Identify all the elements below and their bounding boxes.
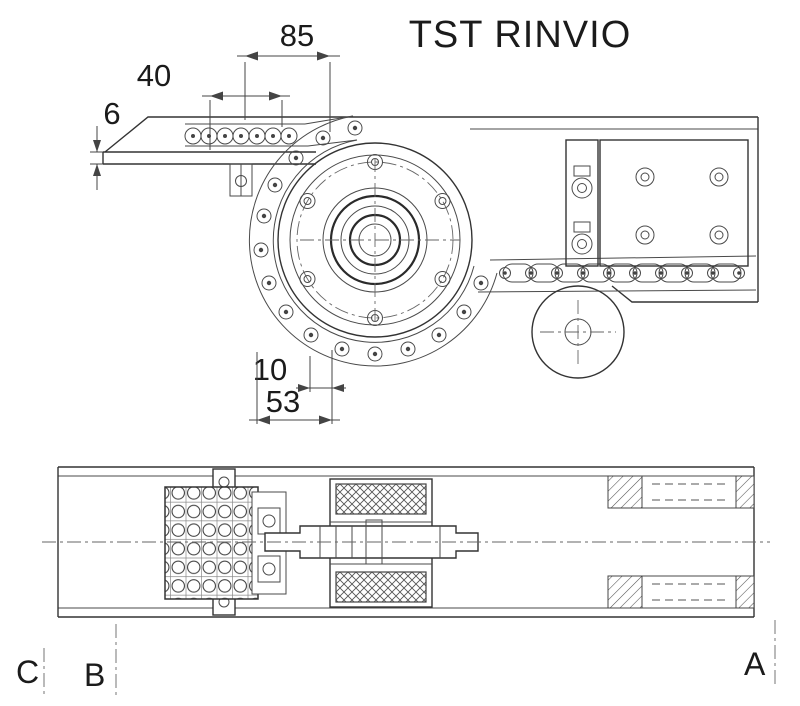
track-bracket <box>229 163 253 197</box>
bottom-view-section <box>42 466 770 618</box>
bearing-top <box>335 483 427 515</box>
section-roller-pack <box>164 486 259 600</box>
dimension-10: 10 <box>253 350 346 424</box>
chain-run-right <box>477 255 757 293</box>
chain-loop <box>248 115 498 367</box>
dim-53-label: 53 <box>266 384 300 419</box>
section-b-label: B <box>84 657 105 693</box>
dim-40-label: 40 <box>137 58 171 93</box>
section-marker-c: C <box>16 648 45 696</box>
section-guide-tube <box>607 475 755 609</box>
dim-10-label: 10 <box>253 352 287 387</box>
top-view-side-elevation <box>102 115 759 379</box>
dimension-40: 40 <box>137 58 290 150</box>
section-markers: C B A <box>16 620 776 696</box>
dimension-6: 6 <box>90 96 121 190</box>
dim-85-label: 85 <box>280 18 314 53</box>
tension-roller <box>531 285 625 379</box>
section-marker-a: A <box>744 620 776 688</box>
mounting-plate-right <box>565 139 749 267</box>
drawing-title: TST RINVIO <box>409 14 632 56</box>
chain-pins <box>253 120 489 362</box>
section-a-label: A <box>744 646 766 682</box>
sprocket-housing <box>277 142 473 338</box>
dimensions: 85 40 6 10 <box>90 18 346 425</box>
grease-fittings <box>571 165 593 255</box>
housing-bolts <box>299 154 451 326</box>
bearing-bottom <box>335 571 427 603</box>
section-marker-b: B <box>84 624 117 696</box>
top-rail <box>102 116 759 303</box>
dimension-85: 85 <box>237 18 340 132</box>
dim-6-label: 6 <box>103 96 120 131</box>
dimension-53: 53 <box>249 352 340 425</box>
chain-roller-row <box>184 123 308 147</box>
section-c-label: C <box>16 654 39 690</box>
